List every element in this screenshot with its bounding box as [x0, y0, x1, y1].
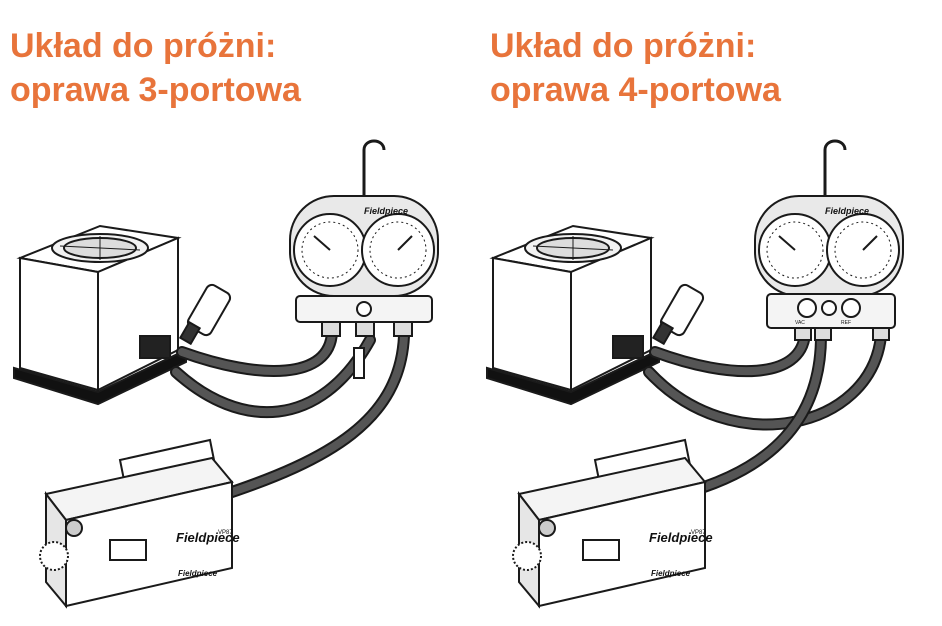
micron-gauge	[178, 283, 232, 346]
vacuum-pump: Fieldpiece VP87 Fieldpiece	[512, 438, 713, 609]
pump-brand-small: Fieldpiece	[178, 569, 218, 578]
manifold-gauge-set: VAC REF Fieldpiece	[754, 139, 904, 341]
title-line-2: oprawa 3-portowa	[10, 71, 301, 109]
manifold-brand: Fieldpiece	[825, 206, 869, 216]
port-label-vac: VAC	[795, 320, 805, 326]
panel-title: Układ do próżni: oprawa 4-portowa	[490, 24, 781, 112]
panel-3-port: Układ do próżni: oprawa 3-portowa	[10, 24, 439, 609]
pump-brand: Fieldpiece	[649, 530, 713, 545]
title-line-2: oprawa 4-portowa	[490, 71, 781, 109]
pump-brand: Fieldpiece	[176, 530, 240, 545]
vacuum-setup-illustration: Fieldpiece Fieldpiece VP87 Fieldpiece	[13, 139, 439, 609]
vacuum-setup-illustration: VAC REF Fieldpiece Fieldpiece VP87 Field…	[486, 139, 904, 609]
vacuum-pump: Fieldpiece VP87 Fieldpiece	[39, 438, 240, 609]
pump-model: VP87	[218, 530, 233, 536]
pump-model: VP87	[691, 530, 706, 536]
condenser-unit	[486, 224, 660, 406]
hoses	[170, 326, 410, 502]
title-line-1: Układ do próżni:	[10, 27, 277, 65]
panel-title: Układ do próżni: oprawa 3-portowa	[10, 24, 301, 112]
micron-gauge	[651, 283, 705, 346]
manifold-brand: Fieldpiece	[364, 206, 408, 216]
port-label-ref: REF	[841, 320, 851, 326]
manifold-gauge-set: Fieldpiece	[289, 139, 439, 379]
title-line-1: Układ do próżni:	[490, 27, 757, 65]
pump-brand-small: Fieldpiece	[651, 569, 691, 578]
panel-4-port: Układ do próżni: oprawa 4-portowa	[471, 0, 942, 626]
hoses	[643, 328, 887, 500]
condenser-unit	[13, 224, 187, 406]
